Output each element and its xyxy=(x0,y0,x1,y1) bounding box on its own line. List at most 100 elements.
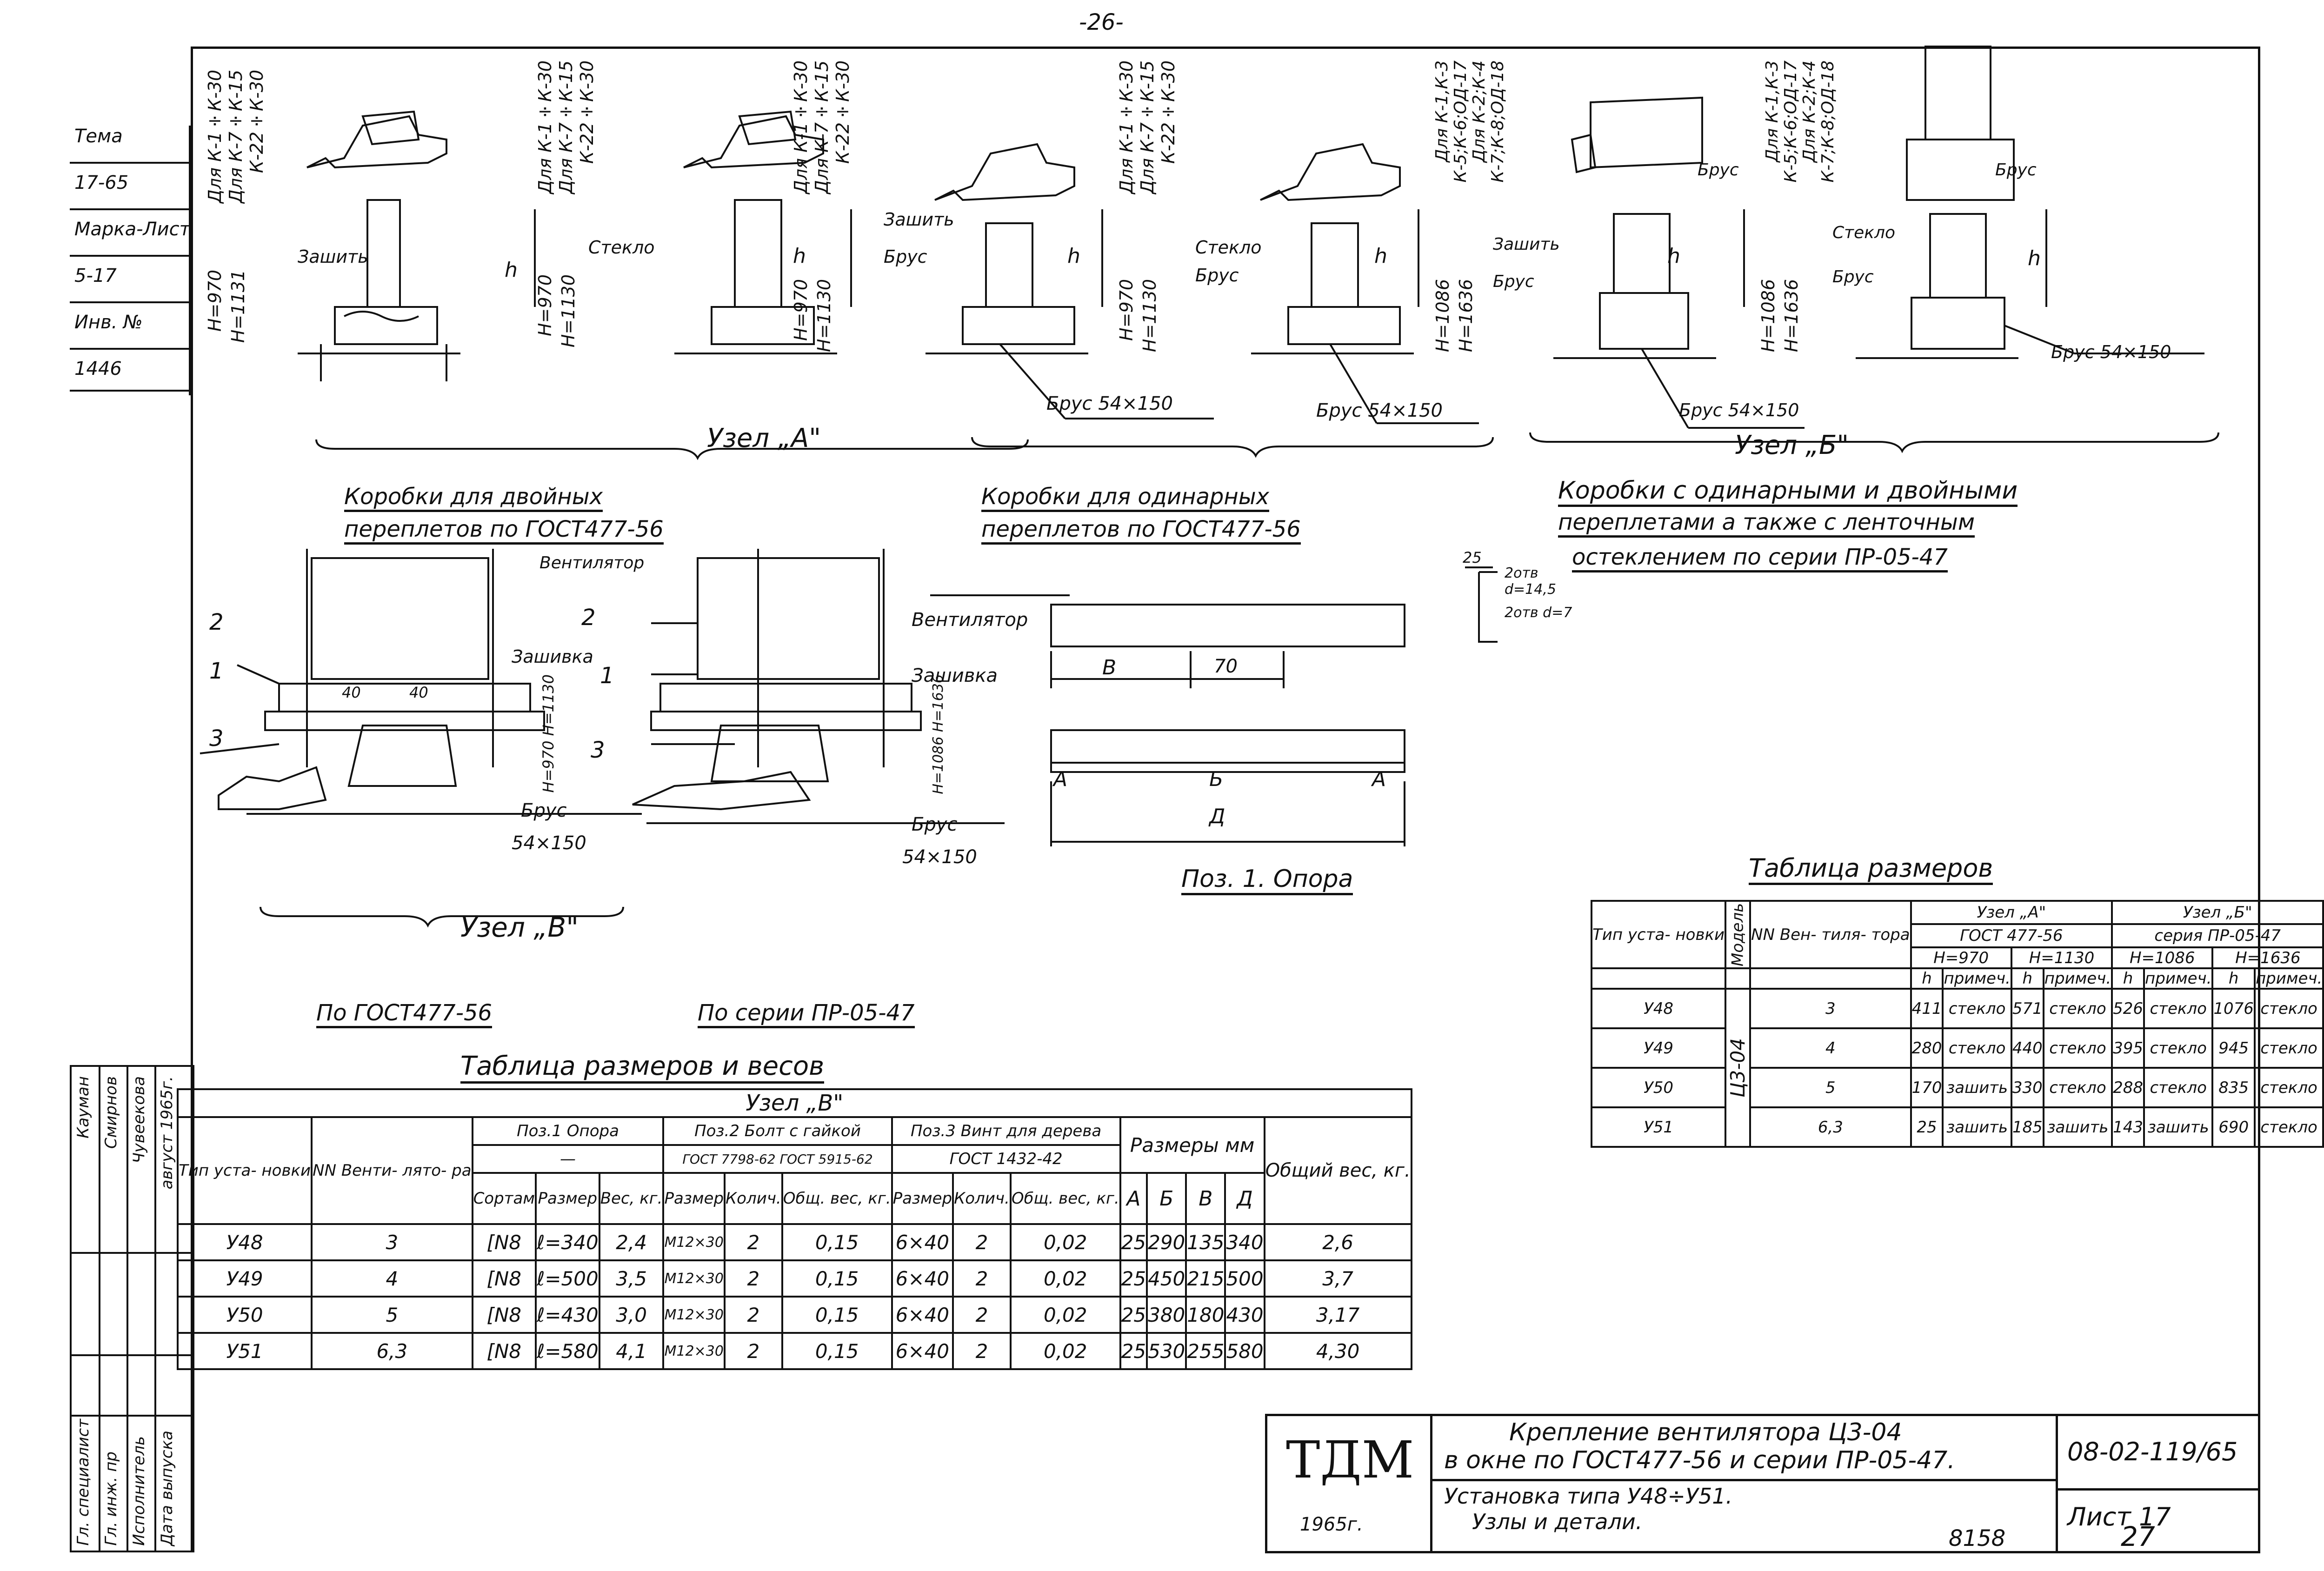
th-pos2-gost: ГОСТ 7798-62 ГОСТ 5915-62 xyxy=(662,1144,893,1174)
cell: 2 xyxy=(724,1296,783,1334)
ventilator-label: Вентилятор xyxy=(539,553,645,572)
zashivka-label: Зашивка xyxy=(512,646,593,667)
profile-note: 2отв xyxy=(1505,565,1538,581)
cell: 4 xyxy=(1749,1027,1912,1069)
cell: 0,02 xyxy=(1009,1296,1121,1334)
caption-combined-3: остеклением по серии ПР-05-47 xyxy=(1572,544,1948,572)
th-h1636: Н=1636 xyxy=(2211,946,2324,969)
table-sizes: Тип уста- новки Модель NN Вен- тиля- тор… xyxy=(1590,900,2324,1148)
cell: 330 xyxy=(2010,1067,2044,1108)
zashivka-label: Зашивка xyxy=(912,665,998,686)
th-sub: Д xyxy=(1224,1172,1265,1225)
zashit-label: Зашить xyxy=(298,246,368,267)
node-a-h3: Н=970 xyxy=(1116,279,1137,341)
by-gost-caption: По ГОСТ477-56 xyxy=(316,1000,493,1028)
cell: 2 xyxy=(952,1296,1012,1334)
approval-stamp: Гл. специалист Гл. инж. пр Исполнитель Д… xyxy=(70,1065,194,1552)
cell: 6×40 xyxy=(891,1223,954,1261)
brus-label: Брус xyxy=(1832,267,1874,286)
cell: У49 xyxy=(176,1259,313,1298)
th-h: h xyxy=(2111,967,2145,990)
node-b-label: Для К-1,К-3 xyxy=(1763,60,1782,162)
th-note: примеч. xyxy=(2253,967,2324,990)
node-b-label: Для К-2;К-4 xyxy=(1800,60,1819,163)
node-a-h2: Н=1131 xyxy=(228,270,248,343)
node-a-h1: Н=970 xyxy=(205,270,225,332)
node-b-h1: Н=1086 xyxy=(1432,279,1453,353)
cell: зашить xyxy=(1942,1106,2012,1148)
cell: стекло xyxy=(1942,1027,2012,1069)
side-stamp-lines xyxy=(70,126,191,395)
cell: 3,7 xyxy=(1263,1259,1412,1298)
cell: 4,30 xyxy=(1263,1332,1412,1370)
h-label: h xyxy=(1067,244,1080,268)
cell: 0,02 xyxy=(1009,1259,1121,1298)
profile-note: 2отв d=7 xyxy=(1505,605,1572,621)
cell: 0,02 xyxy=(1009,1223,1121,1261)
drawing-code: 08-02-119/65 xyxy=(2067,1437,2238,1466)
node-a-h3: Н=970 xyxy=(535,274,555,336)
cell: М12×30 xyxy=(662,1259,726,1298)
th-pos1: Поз.1 Опора xyxy=(471,1116,665,1146)
steklo-label: Стекло xyxy=(588,237,655,258)
dim-v: В xyxy=(1102,656,1117,679)
node-a-h4: Н=1130 xyxy=(1139,279,1160,353)
cell: М12×30 xyxy=(662,1223,726,1261)
cell: 180 xyxy=(1185,1296,1226,1334)
cell: 440 xyxy=(2010,1027,2044,1069)
th-sub: Б xyxy=(1146,1172,1187,1225)
th-sizes: Размеры мм xyxy=(1119,1116,1265,1174)
dim-d: Д xyxy=(1209,805,1225,828)
cell: 185 xyxy=(2010,1106,2044,1148)
pos-2-label: 2 xyxy=(581,605,596,631)
th-sub: Сортам xyxy=(471,1172,537,1225)
node-b-h2: Н=1636 xyxy=(1456,279,1476,353)
h-label: h xyxy=(2028,246,2041,270)
cell: 500 xyxy=(1224,1259,1265,1298)
title-block: ТДМ 1965г. Крепление вентилятора Ц3-04 в… xyxy=(1265,1414,2260,1553)
cell: 526 xyxy=(2111,988,2145,1029)
cell: 3,17 xyxy=(1263,1296,1412,1334)
cell: 2 xyxy=(952,1259,1012,1298)
cell: 450 xyxy=(1146,1259,1187,1298)
profile-25: 25 xyxy=(1463,549,1482,566)
brus-size-label: Брус 54×150 xyxy=(1316,400,1443,421)
title-line-2: в окне по ГОСТ477-56 и серии ПР-05-47. xyxy=(1444,1446,1955,1474)
th-sub: А xyxy=(1119,1172,1148,1225)
node-b-label: К-5;К-6;ОД-17 xyxy=(1451,60,1470,183)
cell: стекло xyxy=(2253,1027,2324,1069)
node-sections-drawing xyxy=(298,46,2219,460)
table-weights-title: Таблица размеров и весов xyxy=(460,1051,825,1084)
node-b-label: Для К-2;К-4 xyxy=(1470,60,1489,163)
node-b-caption: Узел „Б" xyxy=(1735,430,1849,460)
brus-label: Брус xyxy=(912,814,958,835)
th-model: Модель xyxy=(1725,901,1751,968)
table-row: У50 5 170 зашить 330 стекло 288 стекло 8… xyxy=(1590,1067,2324,1108)
cell: стекло xyxy=(2143,988,2214,1029)
th-note: примеч. xyxy=(1942,967,2012,990)
cell: стекло xyxy=(2253,1106,2324,1148)
node-a-caption: Узел „А" xyxy=(707,423,821,453)
node-v-caption: Узел „В" xyxy=(460,912,579,943)
node-b-label: К-5;К-6;ОД-17 xyxy=(1781,60,1800,183)
cell: 835 xyxy=(2211,1067,2256,1108)
table-weights: Узел „В" Тип уста- новки NN Венти- лято-… xyxy=(176,1088,1412,1370)
brus-size-label: 54×150 xyxy=(902,846,977,868)
model-cell: Ц3-04 xyxy=(1725,989,1751,1147)
th-sub: В xyxy=(1185,1172,1226,1225)
cell: 0,15 xyxy=(781,1332,893,1370)
cell: [N8 xyxy=(471,1332,537,1370)
cell: 25 xyxy=(1119,1259,1148,1298)
brus-label: Брус xyxy=(1698,160,1739,180)
cell: 580 xyxy=(1224,1332,1265,1370)
cell: стекло xyxy=(2143,1067,2214,1108)
cell: 25 xyxy=(1910,1106,1944,1148)
cell: 6×40 xyxy=(891,1332,954,1370)
node-b-label: Для К-1,К-3 xyxy=(1432,60,1452,162)
cell: 3 xyxy=(1749,988,1912,1029)
title-line-1: Крепление вентилятора Ц3-04 xyxy=(1509,1418,1902,1446)
brus-size-label: Брус 54×150 xyxy=(1046,393,1173,414)
cell: ℓ=580 xyxy=(534,1332,600,1370)
